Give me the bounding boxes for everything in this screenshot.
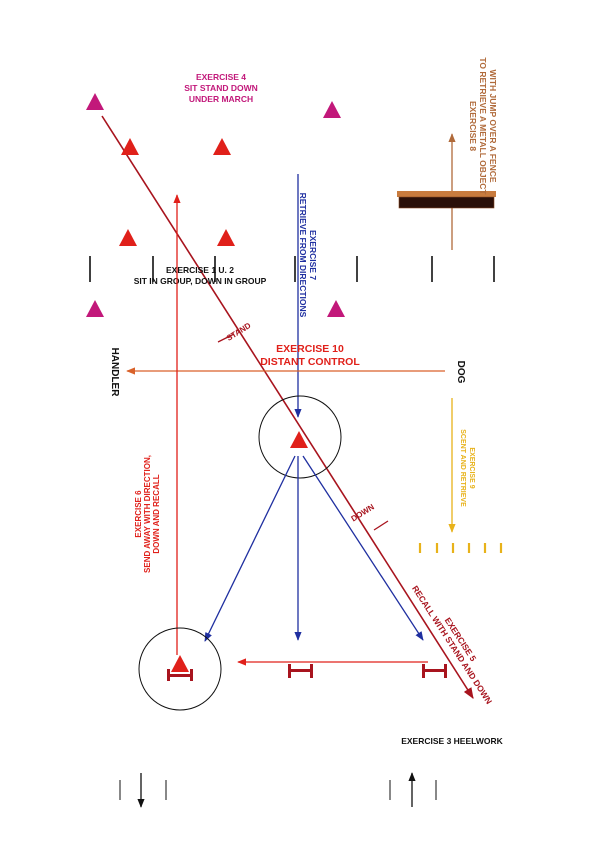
- send-away-cone-marker: [171, 655, 189, 672]
- handler-position-marker: [422, 664, 447, 678]
- exercise1-2-title: EXERCISE 1 U. 2: [166, 265, 234, 275]
- exercise7-left-direction-arrow: [204, 455, 296, 642]
- exercise6-title: EXERCISE 6: [134, 490, 143, 538]
- exercise4-subtitle: UNDER MARCH: [189, 94, 253, 104]
- exercise3-label: EXERCISE 3 HEELWORK: [401, 736, 503, 746]
- dog-label: DOG: [455, 361, 466, 384]
- jump-fence: [397, 191, 496, 209]
- handler-position-marker: [167, 669, 193, 681]
- exercise4-cone-marker: [217, 229, 235, 246]
- central-square-circle: [258, 395, 342, 479]
- exercise4-cone-marker: [86, 93, 104, 110]
- stand-label: STAND: [225, 321, 253, 343]
- handler-position-marker: [288, 664, 313, 678]
- central-cone-marker: [290, 431, 308, 448]
- exercise4-cone-marker: [323, 101, 341, 118]
- heelwork-start-gate: [119, 780, 167, 800]
- exercise4-cone-marker: [213, 138, 231, 155]
- exercise9-title: EXERCISE 9: [468, 447, 475, 488]
- heelwork-end-gate: [389, 780, 437, 800]
- exercise1-2-cone-marker: [327, 300, 345, 317]
- exercise4-heelwork-diagonal-arrow: [101, 115, 474, 699]
- exercise7-right-direction-arrow: [302, 455, 424, 641]
- exercise6-subtitle: DOWN AND RECALL: [152, 474, 161, 553]
- exercise10-title: EXERCISE 10: [276, 343, 344, 355]
- down-label: DOWN: [350, 502, 376, 523]
- group-position-markers: [89, 256, 495, 282]
- exercise4-cone-marker: [119, 229, 137, 246]
- exercise4-title: EXERCISE 4: [196, 72, 246, 82]
- exercise4-subtitle: SIT STAND DOWN: [184, 83, 258, 93]
- exercise9-subtitle: SCENT AND RETRIEVE: [459, 429, 466, 507]
- exercise10-subtitle: DISTANT CONTROL: [260, 356, 360, 368]
- exercise1-2-cone-marker: [86, 300, 104, 317]
- exercise4-cone-marker: [121, 138, 139, 155]
- exercise7-title: EXERCISE 7: [308, 230, 318, 280]
- send-away-start-circle: [138, 627, 222, 711]
- exercise8-subtitle: WITH JUMP OVER A FENCE: [488, 69, 498, 182]
- handler-label: HANDLER: [109, 348, 120, 398]
- exercise1-2-subtitle: SIT IN GROUP, DOWN IN GROUP: [134, 276, 267, 286]
- exercise8-subtitle: TO RETRIEVE A METALL OBJECT: [478, 57, 488, 195]
- stand-mark: [217, 333, 235, 343]
- exercise6-subtitle: SEND AWAY WITH DIRECTION,: [143, 455, 152, 573]
- exercise7-subtitle: RETRIEVE FROM DIRECTIONS: [298, 193, 308, 318]
- scent-article-markers: [418, 543, 503, 553]
- down-mark: [373, 520, 389, 531]
- exercise5-subtitle: RECALL WITH STAND AND DOWN: [410, 584, 494, 706]
- exercise8-title: EXERCISE 8: [468, 101, 478, 151]
